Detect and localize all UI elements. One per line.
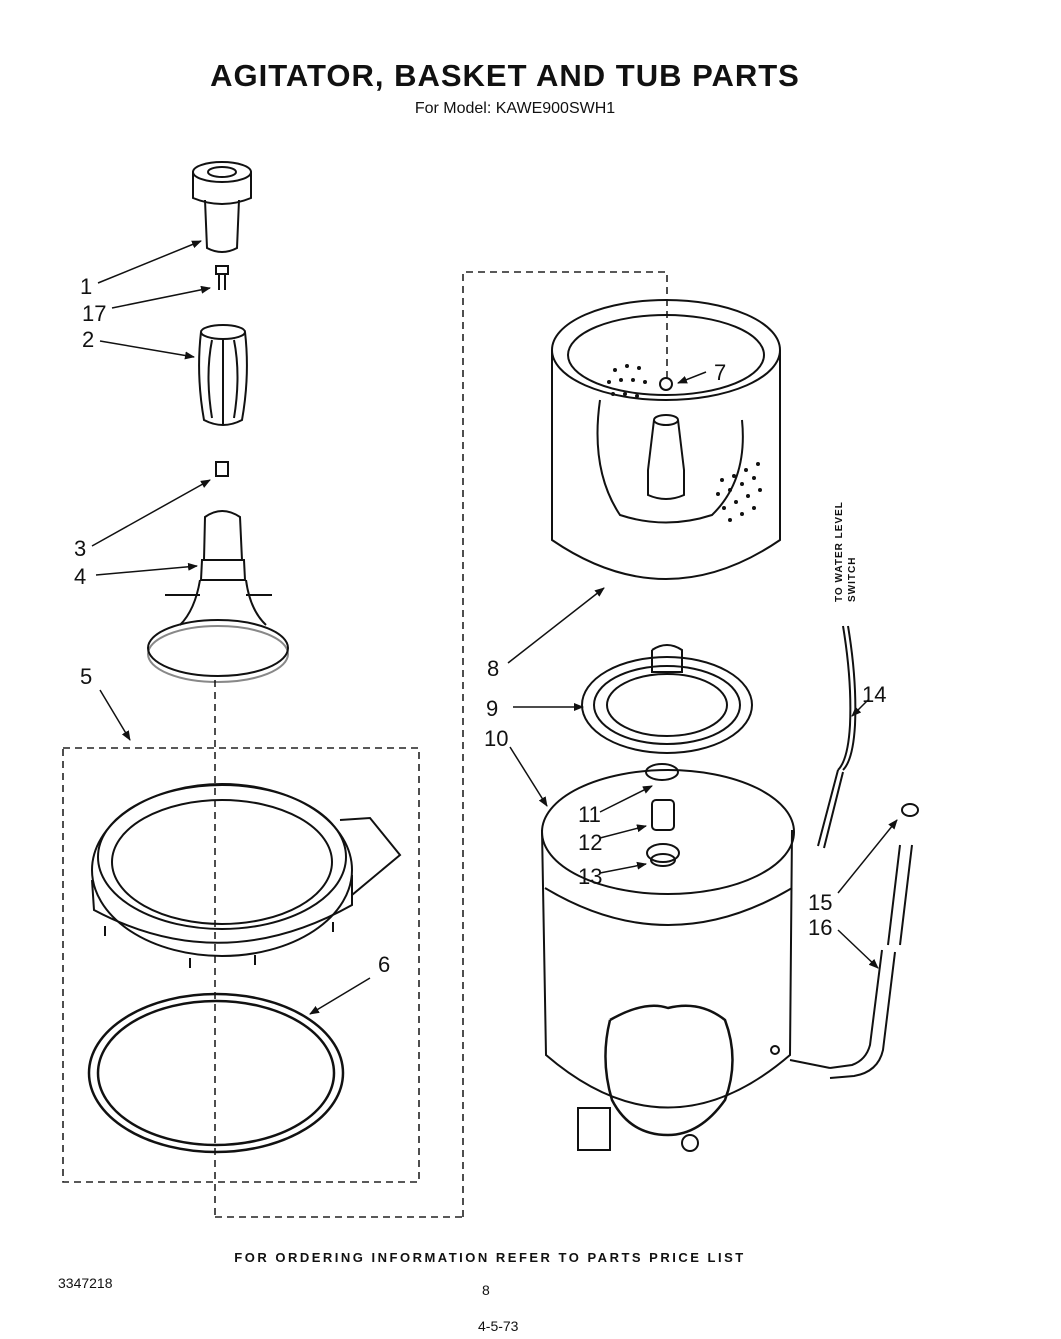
basket-perforations — [607, 364, 762, 522]
callout-2: 2 — [82, 327, 94, 352]
seal-components — [645, 763, 680, 867]
side-label-line2: SWITCH — [847, 557, 858, 602]
callout-1: 1 — [80, 274, 92, 299]
assembly-dashed-outline — [214, 271, 668, 1218]
tub-seal-part — [87, 992, 345, 1154]
callout-15: 15 — [808, 890, 832, 915]
side-label-line1: TO WATER LEVEL — [834, 501, 845, 602]
callout-labels: 1 17 2 3 4 5 6 7 8 9 10 11 12 13 14 15 1… — [74, 274, 886, 977]
wash-basket-part — [551, 299, 781, 580]
callout-3: 3 — [74, 536, 86, 561]
callout-6: 6 — [378, 952, 390, 977]
callout-5: 5 — [80, 664, 92, 689]
model-subtitle: For Model: KAWE900SWH1 — [414, 100, 616, 117]
page-number: 8 — [482, 1282, 490, 1298]
drive-ring-part — [581, 644, 753, 754]
agitator-cam-part — [198, 324, 248, 426]
agitator-base-part — [147, 510, 289, 683]
callout-7: 7 — [714, 360, 726, 385]
bolt-part — [215, 265, 229, 290]
callout-13: 13 — [578, 864, 602, 889]
document-number: 3347218 — [58, 1275, 113, 1291]
outer-tub-part — [541, 769, 795, 1152]
callout-16: 16 — [808, 915, 832, 940]
leader-arrows — [91, 240, 898, 1015]
callout-17: 17 — [82, 301, 106, 326]
drain-hose-part — [789, 803, 919, 1079]
callout-4: 4 — [74, 564, 86, 589]
callout-9: 9 — [486, 696, 498, 721]
agitator-cap-part — [192, 161, 252, 253]
seal-group-dashed-box — [62, 747, 420, 1183]
callout-11: 11 — [578, 802, 601, 827]
tub-ring-part — [91, 783, 402, 968]
callout-14: 14 — [862, 682, 886, 707]
ordering-note: FOR ORDERING INFORMATION REFER TO PARTS … — [234, 1250, 746, 1265]
washer-part — [215, 461, 229, 477]
callout-8: 8 — [487, 656, 499, 681]
page-title: AGITATOR, BASKET AND TUB PARTS — [210, 58, 800, 93]
date-stamp: 4-5-73 — [478, 1318, 519, 1334]
water-level-switch-label: TO WATER LEVEL SWITCH — [834, 501, 858, 602]
water-level-hose-part — [817, 625, 857, 849]
callout-12: 12 — [578, 830, 602, 855]
callout-10: 10 — [484, 726, 508, 751]
